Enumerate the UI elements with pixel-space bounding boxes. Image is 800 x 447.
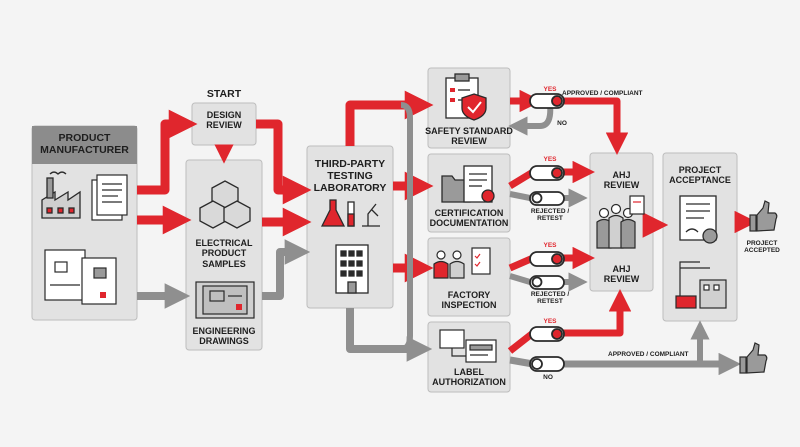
no-label-2: NO: [543, 374, 553, 381]
factory-icon: [41, 171, 81, 219]
approved-compliant-top-label: APPROVED / COMPLIANT: [562, 90, 643, 97]
blueprint-icon: [195, 281, 255, 319]
thumbs-up-icon-bottom: [739, 342, 768, 374]
boxes-icon: [199, 180, 251, 229]
arrow-design-to-lab: [256, 119, 312, 205]
building-icon: [335, 244, 369, 294]
yes-label-2: YES: [543, 156, 557, 163]
lab-label: THIRD-PARTY TESTING LABORATORY: [313, 158, 387, 195]
certificate-icon: [441, 165, 495, 203]
documents-icon: [91, 174, 128, 221]
thumbs-up-icon: [749, 200, 778, 232]
arrow-label-yes: [507, 289, 632, 354]
toggle-switches: [529, 93, 565, 372]
manufacturer-label: PRODUCT MANUFACTURER: [40, 132, 129, 157]
arrow-lab-to-label: [346, 308, 433, 362]
arrow-drawings-to-lab: [262, 239, 311, 300]
no-label-1: NO: [557, 120, 567, 127]
yes-label-4: YES: [543, 318, 557, 325]
start-label: START: [206, 88, 242, 100]
acceptance-document-icon: [679, 195, 718, 244]
factory-inspection-label: FACTORY INSPECTION: [441, 290, 497, 311]
approved-compliant-bottom-label: APPROVED / COMPLIANT: [608, 351, 689, 358]
certification-label: CERTIFICATION DOCUMENTATION: [429, 208, 509, 229]
project-accepted-label: PROJECT ACCEPTED: [744, 240, 780, 255]
drawings-label: ENGINEERING DRAWINGS: [192, 326, 256, 347]
project-acceptance-label: PROJECT ACCEPTANCE: [669, 165, 731, 186]
yes-label-3: YES: [543, 242, 557, 249]
yes-label-1: YES: [543, 86, 557, 93]
ahj-review-top-label: AHJ REVIEW: [603, 170, 640, 191]
label-authorization-label: LABEL AUTHORIZATION: [432, 367, 506, 388]
safety-review-label: SAFETY STANDARD REVIEW: [425, 126, 513, 147]
clipboard-shield-icon: [445, 73, 487, 121]
samples-label: ELECTRICAL PRODUCT SAMPLES: [195, 238, 253, 269]
manufacturer-header: [32, 126, 137, 164]
bracket-lab-outputs: [400, 102, 413, 352]
ahj-inspectors-icon: [596, 195, 645, 249]
lab-equipment-icon: [320, 199, 380, 227]
inspectors-icon: [433, 247, 491, 279]
rejected-label-1: REJECTED / RETEST: [530, 208, 570, 223]
label-documents-icon: [439, 329, 497, 363]
arrow-lab-to-safety: [345, 90, 434, 146]
arrow-manufacturer-to-design: [137, 109, 198, 195]
arrow-safety-to-ahj: [562, 97, 629, 155]
construction-icon: [675, 261, 727, 309]
schematic-icon: [44, 249, 117, 305]
design-review-label: DESIGN REVIEW: [206, 110, 242, 131]
ahj-review-bottom-label: AHJ REVIEW: [603, 264, 640, 285]
rejected-label-2: REJECTED / RETEST: [530, 291, 570, 306]
